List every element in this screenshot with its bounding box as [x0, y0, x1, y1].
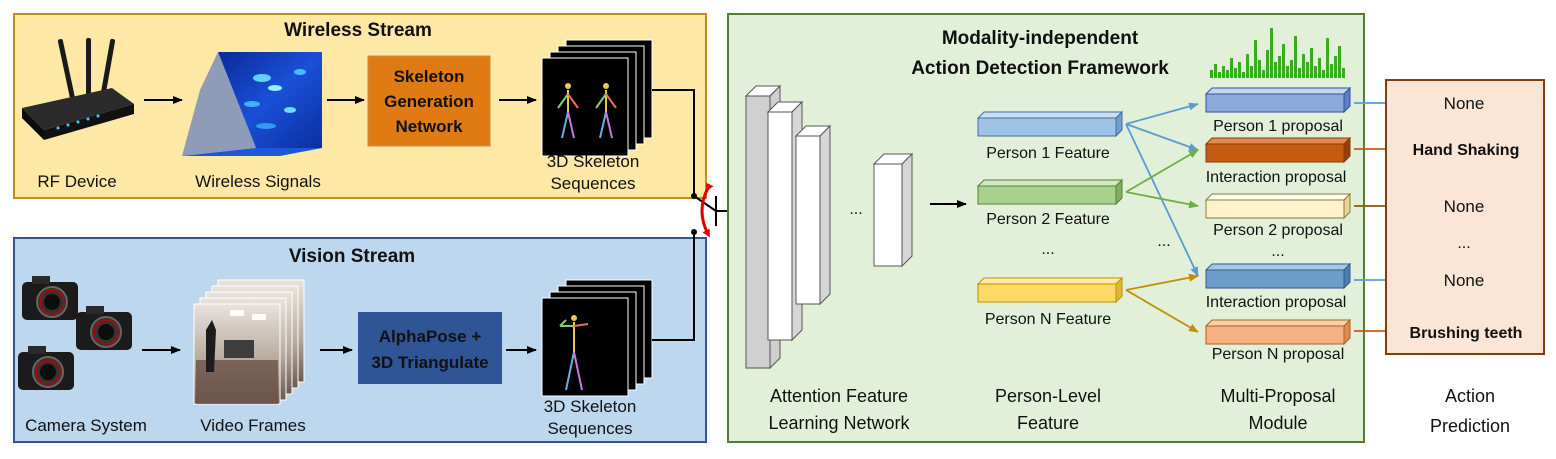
proposal-label-5: Person N proposal	[1212, 346, 1345, 363]
framework-title-line-1: Modality-independent	[942, 28, 1139, 49]
wireless-skeleton-stack	[541, 39, 653, 157]
attention-network-blocks	[744, 84, 914, 370]
video-frames-label: Video Frames	[200, 416, 306, 435]
vision-skeleton-label-line-2: Sequences	[547, 419, 632, 438]
wireless-signals-label: Wireless Signals	[195, 172, 321, 191]
framework-background	[727, 13, 1365, 443]
proposal-interaction-1	[1204, 136, 1352, 164]
network-label-line-3: Network	[395, 117, 463, 136]
prediction-item-3: None	[1444, 197, 1485, 216]
proposal-person-n	[1204, 318, 1352, 346]
prediction-item-2: Hand Shaking	[1413, 142, 1520, 159]
modality-switch	[652, 89, 745, 341]
wireless-skeleton-label-line-2: Sequences	[550, 174, 635, 193]
wireless-stream-panel: Wireless Stream RF Device	[13, 13, 707, 199]
wireless-stream-title: Wireless Stream	[284, 20, 432, 41]
vision-skeleton-label-line-1: 3D Skeleton	[544, 397, 637, 416]
multi-proposal-label-line-2: Module	[1248, 413, 1307, 433]
prediction-panel: None Hand Shaking None ... None Brushing…	[1385, 79, 1545, 355]
features-ellipsis: ...	[1041, 241, 1054, 258]
rf-device-label: RF Device	[37, 172, 116, 191]
vision-skeleton-stack	[541, 279, 653, 397]
proposal-label-4: Interaction proposal	[1206, 294, 1347, 311]
attention-ellipsis: ...	[849, 201, 862, 218]
feature-label-1: Person 1 Feature	[986, 145, 1110, 162]
proposal-label-1: Person 1 proposal	[1213, 118, 1343, 135]
framework-title-line-2: Action Detection Framework	[911, 58, 1169, 79]
vision-stream-title: Vision Stream	[289, 246, 415, 267]
feature-to-proposal-arrows	[1125, 102, 1199, 333]
proposal-person-2	[1204, 192, 1352, 220]
feature-person-2	[976, 178, 1124, 206]
prediction-background	[1385, 79, 1545, 355]
wireless-skeleton-label-line-1: 3D Skeleton	[547, 152, 640, 171]
person-level-label-line-2: Feature	[1017, 413, 1079, 433]
attention-bar-chart-icon	[1210, 28, 1345, 78]
network-label-line-2: Generation	[384, 92, 474, 111]
framework-panel: Modality-independent Action Detection Fr…	[727, 13, 1365, 443]
feature-person-n	[976, 276, 1124, 304]
prediction-ellipsis: ...	[1457, 235, 1470, 252]
alphapose-label-line-2: 3D Triangulate	[371, 353, 488, 372]
person-level-label-line-1: Person-Level	[995, 386, 1101, 406]
vision-stream-panel: Vision Stream	[13, 237, 707, 443]
attention-label-line-1: Attention Feature	[770, 386, 908, 406]
proposals-ellipsis: ...	[1271, 243, 1284, 260]
prediction-label-line-2: Prediction	[1430, 416, 1510, 436]
video-frames-stack	[193, 279, 305, 405]
proposal-label-3: Person 2 proposal	[1213, 222, 1343, 239]
feature-person-1	[976, 110, 1124, 138]
network-label-line-1: Skeleton	[394, 67, 465, 86]
camera-system-label: Camera System	[25, 416, 147, 435]
prediction-label-line-1: Action	[1445, 386, 1495, 406]
alphapose-box: AlphaPose + 3D Triangulate	[358, 312, 502, 384]
router-icon	[22, 38, 134, 140]
prediction-item-4: None	[1444, 271, 1485, 290]
proposal-label-2: Interaction proposal	[1206, 169, 1347, 186]
prediction-item-5: Brushing teeth	[1410, 325, 1523, 342]
proposal-person-1	[1204, 86, 1352, 114]
proposal-interaction-2	[1204, 262, 1352, 290]
multi-proposal-label-line-1: Multi-Proposal	[1220, 386, 1335, 406]
feature-label-2: Person 2 Feature	[986, 211, 1110, 228]
skeleton-generation-network-box: Skeleton Generation Network	[367, 55, 491, 147]
attention-label-line-2: Learning Network	[768, 413, 910, 433]
feature-label-n: Person N Feature	[985, 311, 1111, 328]
camera-system-icon	[18, 276, 132, 390]
alphapose-label-line-1: AlphaPose +	[379, 327, 482, 346]
prediction-item-1: None	[1444, 94, 1485, 113]
middle-ellipsis: ...	[1157, 233, 1170, 250]
wireless-signals-image	[182, 52, 322, 156]
